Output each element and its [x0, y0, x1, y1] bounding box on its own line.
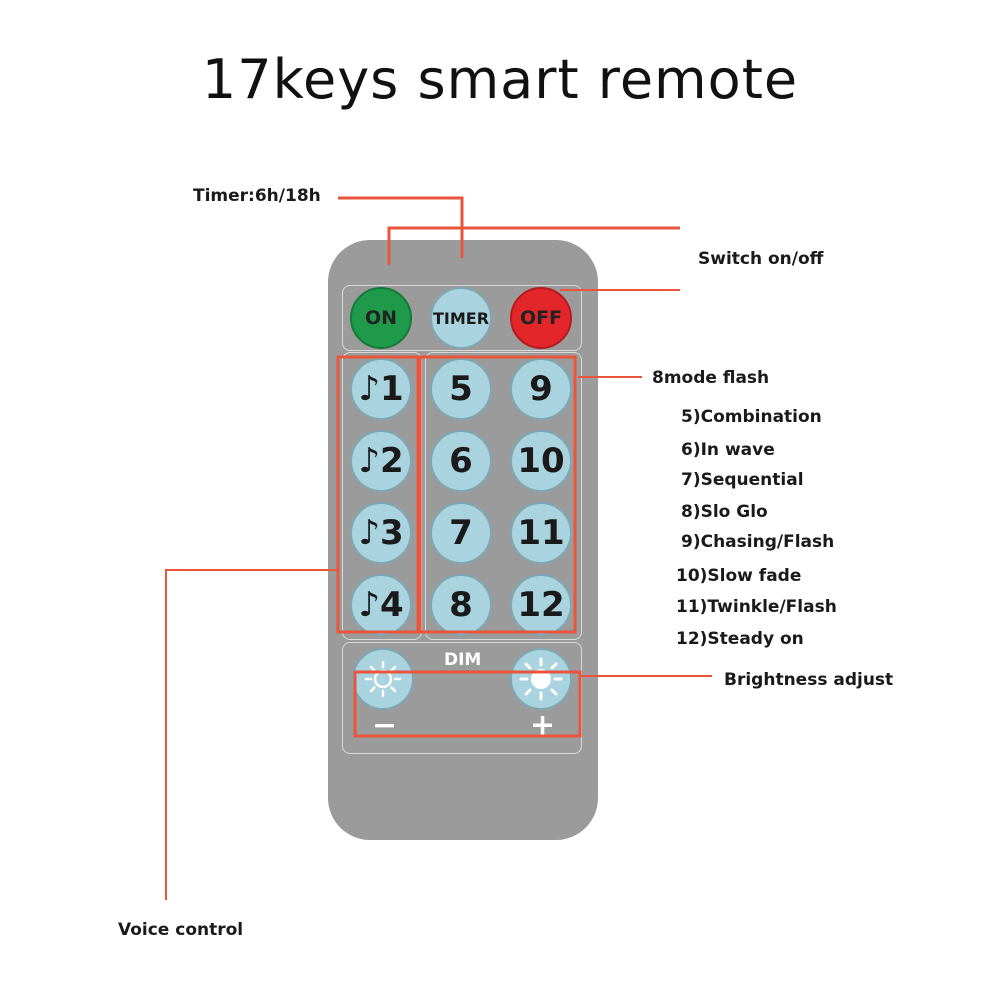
mode-9-button[interactable]: 9 [510, 358, 572, 420]
mode-item: 9)Chasing/Flash [681, 532, 835, 552]
mode-item: 5)Combination [681, 407, 822, 427]
mode-flash-label: 8mode flash [652, 368, 770, 388]
top-panel [342, 285, 582, 351]
sun-filled-icon [519, 657, 563, 701]
dim-panel [342, 642, 582, 754]
dim-plus-button[interactable] [510, 648, 572, 710]
minus-sign: − [372, 708, 398, 743]
switch-label: Switch on/off [698, 249, 824, 269]
on-button[interactable]: ON [350, 287, 412, 349]
mode-6-button[interactable]: 6 [430, 430, 492, 492]
mode-12-button[interactable]: 12 [510, 574, 572, 636]
page-title: 17keys smart remote [201, 48, 799, 111]
sun-icon [364, 660, 402, 698]
dim-minus-button[interactable] [352, 648, 414, 710]
mode-item: 11)Twinkle/Flash [676, 597, 837, 617]
off-button[interactable]: OFF [510, 287, 572, 349]
mode-5-button[interactable]: 5 [430, 358, 492, 420]
plus-sign: + [530, 708, 556, 743]
mode-11-button[interactable]: 11 [510, 502, 572, 564]
mode-item: 12)Steady on [676, 629, 804, 649]
timer-label: Timer:6h/18h [193, 186, 321, 206]
voice-leader [165, 569, 338, 900]
voice-label: Voice control [118, 920, 244, 940]
mode-7-button[interactable]: 7 [430, 502, 492, 564]
music-4-button[interactable]: ♪4 [350, 574, 412, 636]
timer-button[interactable]: TIMER [430, 287, 492, 349]
mode-item: 10)Slow fade [676, 566, 802, 586]
mode-item: 7)Sequential [681, 470, 804, 490]
music-3-button[interactable]: ♪3 [350, 502, 412, 564]
brightness-label: Brightness adjust [724, 670, 894, 690]
mode-item: 6)In wave [681, 440, 775, 460]
music-1-button[interactable]: ♪1 [350, 358, 412, 420]
mode-item: 8)Slo Glo [681, 502, 768, 522]
mode-8-button[interactable]: 8 [430, 574, 492, 636]
mode-10-button[interactable]: 10 [510, 430, 572, 492]
music-2-button[interactable]: ♪2 [350, 430, 412, 492]
dim-label: DIM [444, 650, 482, 670]
